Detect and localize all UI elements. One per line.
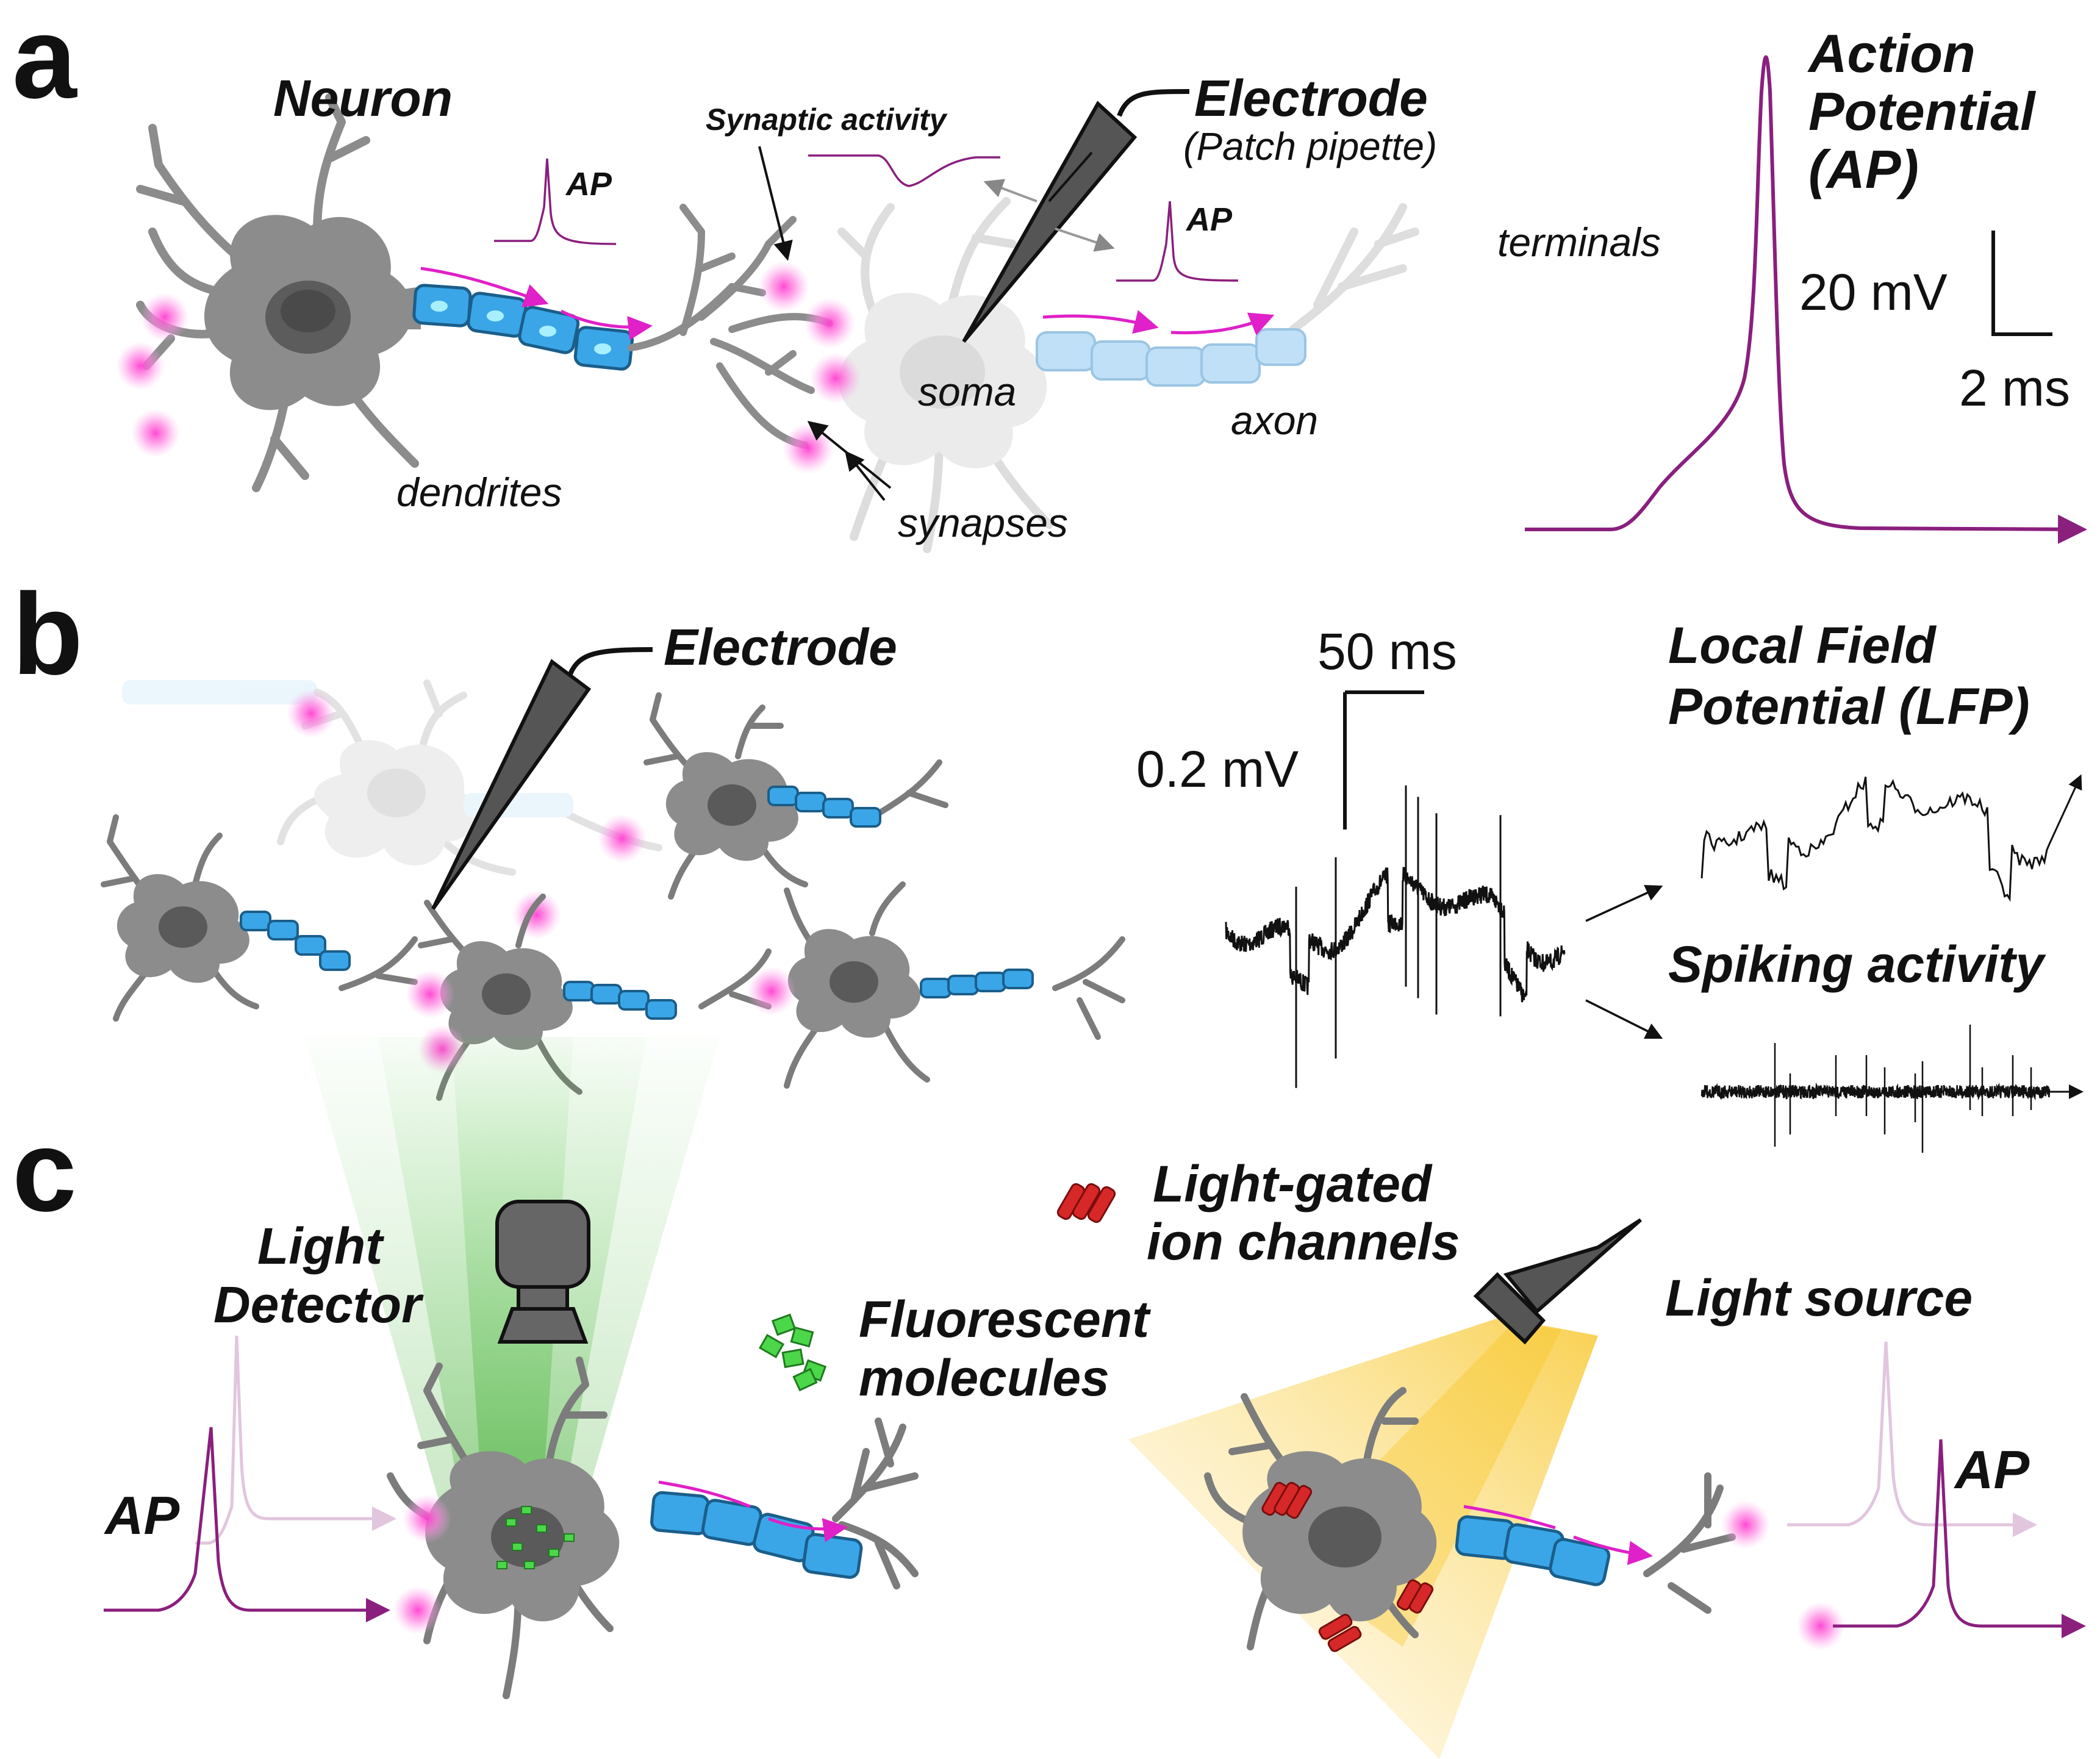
neuron-b3 <box>418 894 772 1101</box>
ap-small-label-2: AP <box>1185 201 1233 238</box>
scale-bar-a <box>1991 231 2052 336</box>
terminals-label: terminals <box>1497 220 1661 265</box>
ap-label-left: AP <box>104 1485 180 1546</box>
fluorescent-molecules-in-soma <box>496 1506 575 1569</box>
fluorescent-2: molecules <box>859 1349 1109 1406</box>
light-gated-channel-icon <box>1056 1183 1116 1223</box>
ion-channels-on-neuron <box>1261 1481 1434 1652</box>
spiking-title: Spiking activity <box>1668 936 2046 993</box>
panel-b-letter: b <box>12 570 83 699</box>
synapse-glow <box>140 293 189 342</box>
synapse-glow <box>131 409 180 457</box>
spiking-trace <box>1700 1025 2051 1153</box>
panel-a: a <box>12 0 2087 553</box>
lfp-title-2: Potential (LFP) <box>1668 678 2030 735</box>
ap-title-2: Potential <box>1808 81 2036 142</box>
axon-a2 <box>1036 328 1306 387</box>
fluorescent-1: Fluorescent <box>859 1291 1151 1348</box>
electrode-label: Electrode <box>1194 70 1428 127</box>
ap-title-3: (AP) <box>1808 139 1919 199</box>
neuron-b-faded <box>122 679 662 876</box>
light-detector-2: Detector <box>213 1276 424 1333</box>
ap-small-trace-1 <box>494 158 617 245</box>
ap-title-1: Action <box>1807 23 1976 84</box>
scale-ms-a: 2 ms <box>1959 359 2070 417</box>
neuron-b1 <box>643 692 948 900</box>
scale-mv-a: 20 mV <box>1799 263 1948 321</box>
patch-pipette-label: (Patch pipette) <box>1183 124 1437 168</box>
panel-c-letter: c <box>12 1106 77 1236</box>
neuron-b4 <box>784 881 1125 1089</box>
camera-icon <box>495 1200 590 1344</box>
axon-label: axon <box>1231 398 1318 443</box>
neuron-a2 <box>837 197 1419 553</box>
neuron-a1 <box>136 93 421 492</box>
electrode-pipette <box>962 89 1190 343</box>
ap-trace-c-right <box>1787 1341 2086 1638</box>
scale-mv-b: 0.2 mV <box>1136 740 1299 798</box>
ap-trace-large <box>1525 55 2087 544</box>
scale-bar-b <box>1343 690 1424 829</box>
synapses-label: synapses <box>898 500 1068 545</box>
synaptic-trace <box>808 154 1000 187</box>
flashlight-icon <box>1473 1218 1642 1345</box>
soma-label: soma <box>918 369 1016 414</box>
electrode-label-b: Electrode <box>664 618 897 676</box>
panel-c: c <box>12 1037 2086 1759</box>
synapse-glow <box>116 342 165 390</box>
ap-small-label: AP <box>565 166 612 202</box>
scale-ms-b: 50 ms <box>1317 623 1457 680</box>
panel-a-letter: a <box>12 0 77 123</box>
electrode-b <box>431 647 653 910</box>
fluorescent-molecules-icon <box>758 1313 827 1392</box>
neuron-c1 <box>387 1356 919 1699</box>
synaptic-activity-label: Synaptic activity <box>706 102 948 137</box>
ap-small-trace-2 <box>1116 201 1239 282</box>
ap-label-right: AP <box>1954 1439 2030 1500</box>
panel-b: b <box>12 570 2084 1153</box>
raw-lfp-trace <box>1225 785 1566 1088</box>
neuron-title: Neuron <box>273 70 453 127</box>
dendrites-label: dendrites <box>396 470 562 515</box>
ap-trace-c-left <box>104 1335 396 1622</box>
lfp-trace <box>1700 774 2082 902</box>
light-gated-2: ion channels <box>1147 1213 1460 1270</box>
light-gated-1: Light-gated <box>1153 1155 1433 1213</box>
light-detector-1: Light <box>257 1217 384 1275</box>
lfp-title-1: Local Field <box>1668 617 1937 674</box>
light-source-label: Light source <box>1665 1269 1973 1327</box>
neuron-b2 <box>101 814 418 1022</box>
axon-a1 <box>412 284 634 371</box>
